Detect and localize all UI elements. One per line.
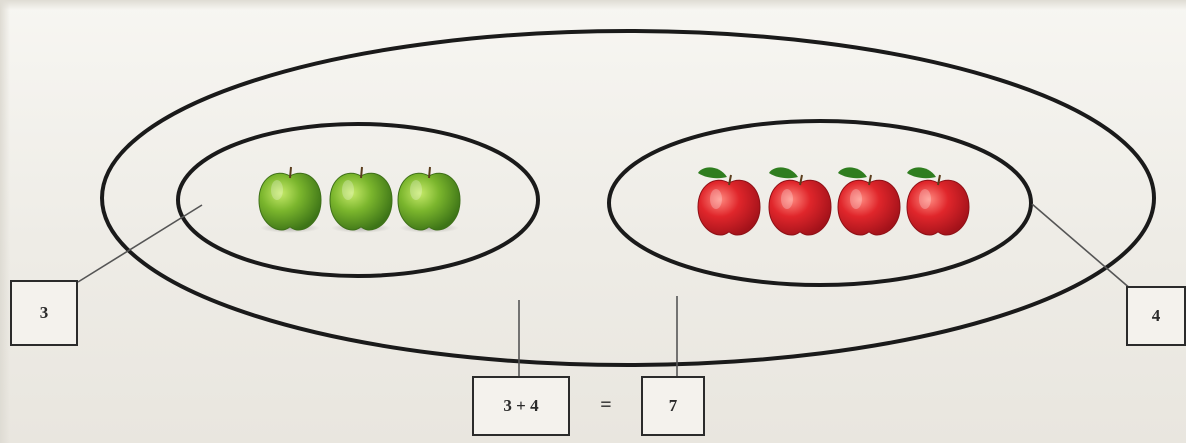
green-apples [259, 167, 460, 233]
red-apple-icon [769, 167, 831, 235]
left-count-label: 3 [40, 303, 49, 323]
left-count-box: 3 [10, 280, 78, 346]
right-count-box: 4 [1126, 286, 1186, 346]
green-apple-icon [259, 167, 321, 233]
sum-expression-box: 3 + 4 [472, 376, 570, 436]
green-apple-icon [330, 167, 392, 233]
sum-expression-label: 3 + 4 [503, 396, 538, 416]
green-apple-icon [398, 167, 460, 233]
red-apple-icon [907, 167, 969, 235]
red-apple-icon [698, 167, 760, 235]
red-apple-icon [838, 167, 900, 235]
total-label: 7 [669, 396, 678, 416]
red-apples [698, 167, 969, 235]
equals-sign: = [594, 390, 618, 420]
total-box: 7 [641, 376, 705, 436]
right-count-label: 4 [1152, 306, 1161, 326]
left-connector-line [78, 205, 202, 282]
right-connector-line [1032, 204, 1132, 290]
